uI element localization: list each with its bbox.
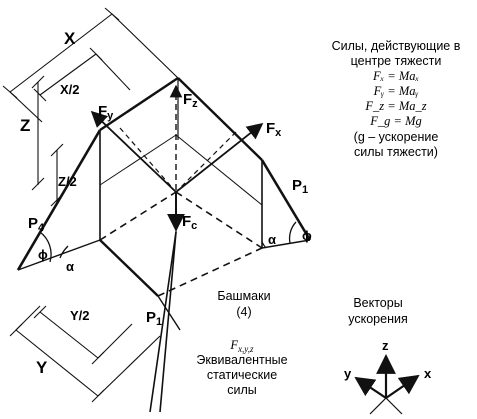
equivalent-line3: силы xyxy=(227,383,257,397)
forces-legend: Силы, действующие в центре тяжести Fₓ = … xyxy=(332,39,461,159)
legend-eq1: Fₓ = Maₓ xyxy=(372,69,419,83)
dimension-lines xyxy=(2,7,179,403)
legend-note1: (g – ускорение xyxy=(354,130,439,144)
label-y: Y xyxy=(36,358,48,377)
label-fg: Fc xyxy=(182,213,197,232)
fy-arrow xyxy=(90,110,177,193)
acceleration-caption: Векторы ускорения z y x xyxy=(344,296,432,381)
shoes-caption: Башмаки (4) xyxy=(217,289,270,319)
label-p4: P4 xyxy=(28,215,45,234)
label-phi-left: ϕ xyxy=(38,247,48,262)
label-fy: Fy xyxy=(98,103,114,122)
load-box xyxy=(99,77,263,297)
label-z: Z xyxy=(20,116,30,135)
label-y-half: Y/2 xyxy=(70,308,90,323)
legend-line2: центре тяжести xyxy=(351,54,442,68)
accel-z-label: z xyxy=(382,338,389,353)
legend-note2: силы тяжести) xyxy=(354,145,438,159)
label-alpha-left: α xyxy=(66,259,74,274)
shoes-line1: Башмаки xyxy=(217,289,270,303)
label-fx: Fx xyxy=(266,120,282,139)
force-arrows xyxy=(90,84,264,413)
shoes-line2: (4) xyxy=(236,305,251,319)
equivalent-forces-caption: Fx,y,z Эквивалентные статические силы xyxy=(196,338,287,397)
accel-y-label: y xyxy=(344,366,352,381)
legend-eq3: F_z = Ma_z xyxy=(364,99,426,113)
accel-y-arrow xyxy=(354,376,387,399)
accel-x-label: x xyxy=(424,366,432,381)
legend-eq4: F_g = Mg xyxy=(369,114,421,128)
label-alpha-right: α xyxy=(268,232,276,247)
label-x: X xyxy=(64,29,76,48)
legend-line1: Силы, действующие в xyxy=(332,39,461,53)
angle-arcs xyxy=(39,221,297,263)
label-fz: Fz xyxy=(183,91,198,110)
legend-eq2: Fᵧ = Maᵧ xyxy=(373,84,419,98)
label-p1-bottom: P1 xyxy=(146,309,162,328)
accel-line2: ускорения xyxy=(348,312,407,326)
acceleration-vectors xyxy=(354,354,420,415)
label-x-half: X/2 xyxy=(60,82,80,97)
equivalent-symbol: Fx,y,z xyxy=(229,338,254,354)
label-p1-top: P1 xyxy=(292,177,308,196)
fx-arrow xyxy=(175,122,264,193)
label-z-half: Z/2 xyxy=(58,174,77,189)
equivalent-line1: Эквивалентные xyxy=(196,353,287,367)
accel-x-arrow xyxy=(385,374,420,399)
accel-line1: Векторы xyxy=(353,296,402,310)
equivalent-line2: статические xyxy=(207,368,277,382)
label-phi-right: ϕ xyxy=(302,228,312,243)
